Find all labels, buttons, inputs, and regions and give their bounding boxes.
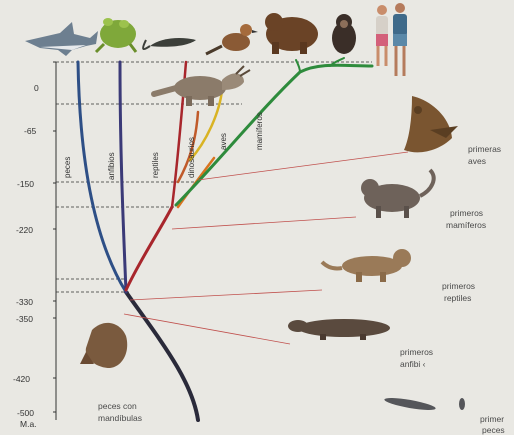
- reptile-stem: [126, 207, 172, 290]
- branch-label-amphibians: anfibios: [107, 152, 116, 180]
- caption-first-birds-1: primeras: [468, 144, 501, 154]
- branch-label-mammals: mamíferos: [255, 112, 264, 150]
- first-bird-icon: [404, 96, 458, 152]
- frog-icon: [96, 18, 136, 52]
- dinosaur-icon: [154, 66, 250, 106]
- caption-first-mammals-2: mamíferos: [446, 220, 486, 230]
- axis-tick-350: -350: [16, 314, 33, 324]
- pointer-reptiles: [130, 290, 322, 300]
- first-fish-icon: [384, 396, 465, 413]
- axis-tick-500: -500: [17, 408, 34, 418]
- caption-first-amphibians-1: primeros: [400, 347, 433, 357]
- caption-jawed-fish-2: mandíbulas: [98, 413, 142, 423]
- humans-icon: [376, 3, 407, 76]
- branch-label-fish: peces: [63, 157, 72, 178]
- caption-jawed-fish-1: peces con: [98, 401, 137, 411]
- caption-first-amphibians-2: anfibi ‹: [400, 359, 426, 369]
- caption-first-fish-1: primer: [480, 414, 504, 424]
- axis-tick-65: -65: [24, 126, 37, 136]
- caption-first-reptiles-1: primeros: [442, 281, 475, 291]
- branches: [78, 58, 372, 420]
- pointer-birds: [198, 152, 408, 180]
- caption-first-reptiles-2: reptiles: [444, 293, 471, 303]
- caption-first-mammals-1: primeros: [450, 208, 483, 218]
- branch-label-dinosaurs: dinosaurios: [187, 137, 196, 178]
- first-mammal-icon: [361, 170, 434, 218]
- pointer-amphibians: [124, 314, 290, 344]
- axis-tick-330: -330: [16, 297, 33, 307]
- branch-label-reptiles: reptiles: [151, 152, 160, 178]
- axis-tick-420: -420: [13, 374, 30, 384]
- branch-label-birds: aves: [219, 133, 228, 150]
- lizard-icon: [143, 38, 196, 49]
- shark-icon: [25, 22, 98, 56]
- bird-icon: [206, 24, 258, 54]
- first-amphibian-icon: [288, 319, 390, 340]
- trunk-branch: [126, 292, 198, 420]
- axis-tick-0: 0: [34, 83, 39, 93]
- chimpanzee-icon: [332, 14, 356, 54]
- jawed-fish-icon: [80, 323, 127, 368]
- amphibian-branch: [120, 62, 126, 292]
- pointer-mammals: [172, 217, 356, 229]
- bear-icon: [265, 13, 318, 54]
- axis-unit: M.a.: [20, 419, 37, 429]
- axis-tick-150: -150: [17, 179, 34, 189]
- axis-tick-220: -220: [16, 225, 33, 235]
- caption-first-fish-2: peces: [482, 425, 505, 435]
- first-reptile-icon: [322, 249, 411, 282]
- caption-first-birds-2: aves: [468, 156, 486, 166]
